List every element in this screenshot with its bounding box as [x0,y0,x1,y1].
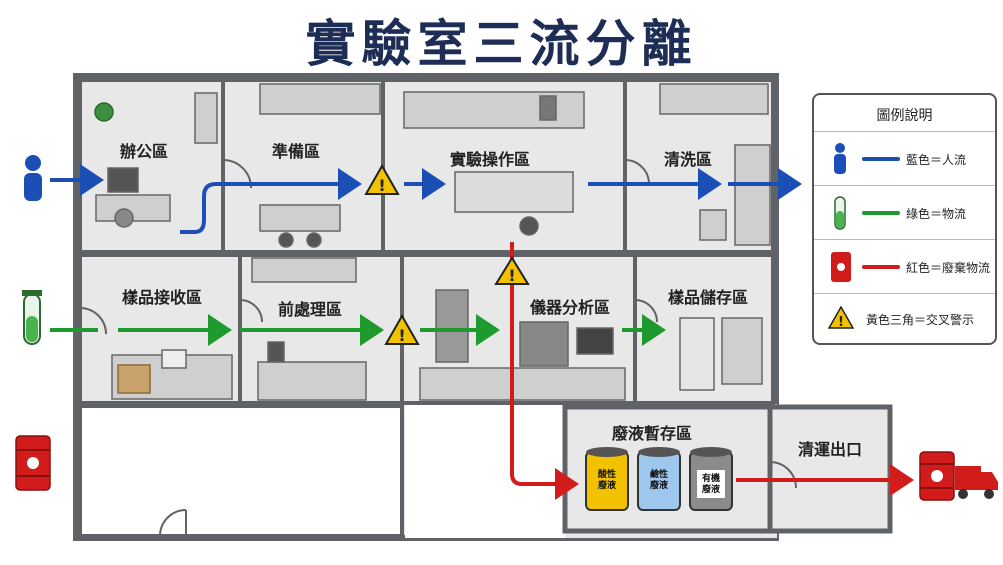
chair-icon [114,208,134,228]
stool-icon [306,232,322,248]
svg-text:!: ! [508,266,515,285]
scale-icon [161,349,187,369]
barrel-label-alkali: 鹼性廢液 [649,470,668,491]
lab-stool-icon [519,216,539,236]
waste-barrel-icon [15,435,51,491]
shelf-icon [251,257,357,283]
blender-icon [267,341,285,363]
person-icon [24,155,42,201]
barrel-label-acid: 酸性廢液 [597,470,616,491]
acid-waste-barrel [585,447,629,511]
waste-flow [510,242,914,500]
warning-triangle-icon: ! [494,256,530,285]
legend-item-warning: ! 黃色三角＝交叉警示 [814,293,995,344]
room-label-prep: 準備區 [272,142,321,161]
room-label-lab: 實驗操作區 [450,150,531,169]
waste-barrel-icon [919,451,955,501]
truck-icon [955,466,998,499]
lab-bench-icon [403,91,585,129]
alkali-waste-barrel [637,447,681,511]
monitor-icon [576,327,614,355]
analyzer-icon [519,321,569,367]
cart-icon [699,209,727,241]
warning-triangle-icon: ! [364,163,400,195]
wash-sink-icon [659,83,769,115]
people-flow [50,164,802,234]
legend-line-red [862,265,900,269]
room-label-receive: 樣品接收區 [122,288,203,307]
legend-item-waste: 紅色＝廢棄物流 [814,239,995,294]
svg-text:!: ! [838,315,844,330]
svg-text:!: ! [378,176,385,195]
stool-icon [278,232,294,248]
room-label-waste: 廢液暫存區 [612,424,693,443]
person-icon [834,143,846,174]
hplc-icon [435,289,469,363]
pretreat-bench-icon [257,361,367,401]
waste-barrel-icon [831,252,851,282]
test-tube-icon [22,290,42,345]
fridge-icon [679,317,715,391]
page-title: 實驗室三流分離 [305,15,698,73]
room-label-wash: 清洗區 [664,150,713,169]
legend-item-people: 藍色＝人流 [814,131,995,186]
storage-shelf-icon [721,317,763,385]
plant-icon [94,102,114,122]
legend-panel: 圖例說明 藍色＝人流 綠色＝物流 紅色＝廢棄物流 ! 黃色三角＝交叉警示 [812,93,997,345]
prep-table-icon [259,204,341,232]
legend-text: 黃色三角＝交叉警示 [866,313,975,327]
dishwasher-icon [734,144,771,246]
warning-triangle-icon: ! [828,306,854,330]
box-icon [117,364,151,394]
legend-line-blue [862,157,900,161]
test-tube-icon [834,196,846,230]
legend-text: 藍色＝人流 [906,153,967,167]
warning-triangle-icon: ! [384,313,420,345]
barrel-label-organic: 有機廢液 [701,474,720,495]
sink-counter-icon [259,83,381,115]
legend-line-green [862,211,900,215]
room-label-instrument: 儀器分析區 [530,298,611,317]
legend-title: 圖例說明 [876,108,933,124]
svg-text:!: ! [398,326,405,345]
room-label-storage: 樣品儲存區 [668,288,749,307]
furniture [94,83,771,401]
room-label-exit: 清運出口 [798,440,863,459]
legend-text: 紅色＝廢棄物流 [906,261,991,275]
center-bench-icon [454,171,574,213]
room-label-office: 辦公區 [120,142,169,161]
room-label-pretreat: 前處理區 [278,300,343,319]
legend-item-material: 綠色＝物流 [814,185,995,240]
instrument-bench-icon [419,367,626,401]
computer-icon [107,167,139,193]
legend-text: 綠色＝物流 [906,207,967,221]
microscope-icon [539,95,557,121]
cabinet-icon [194,92,218,144]
organic-waste-barrel [689,447,733,511]
